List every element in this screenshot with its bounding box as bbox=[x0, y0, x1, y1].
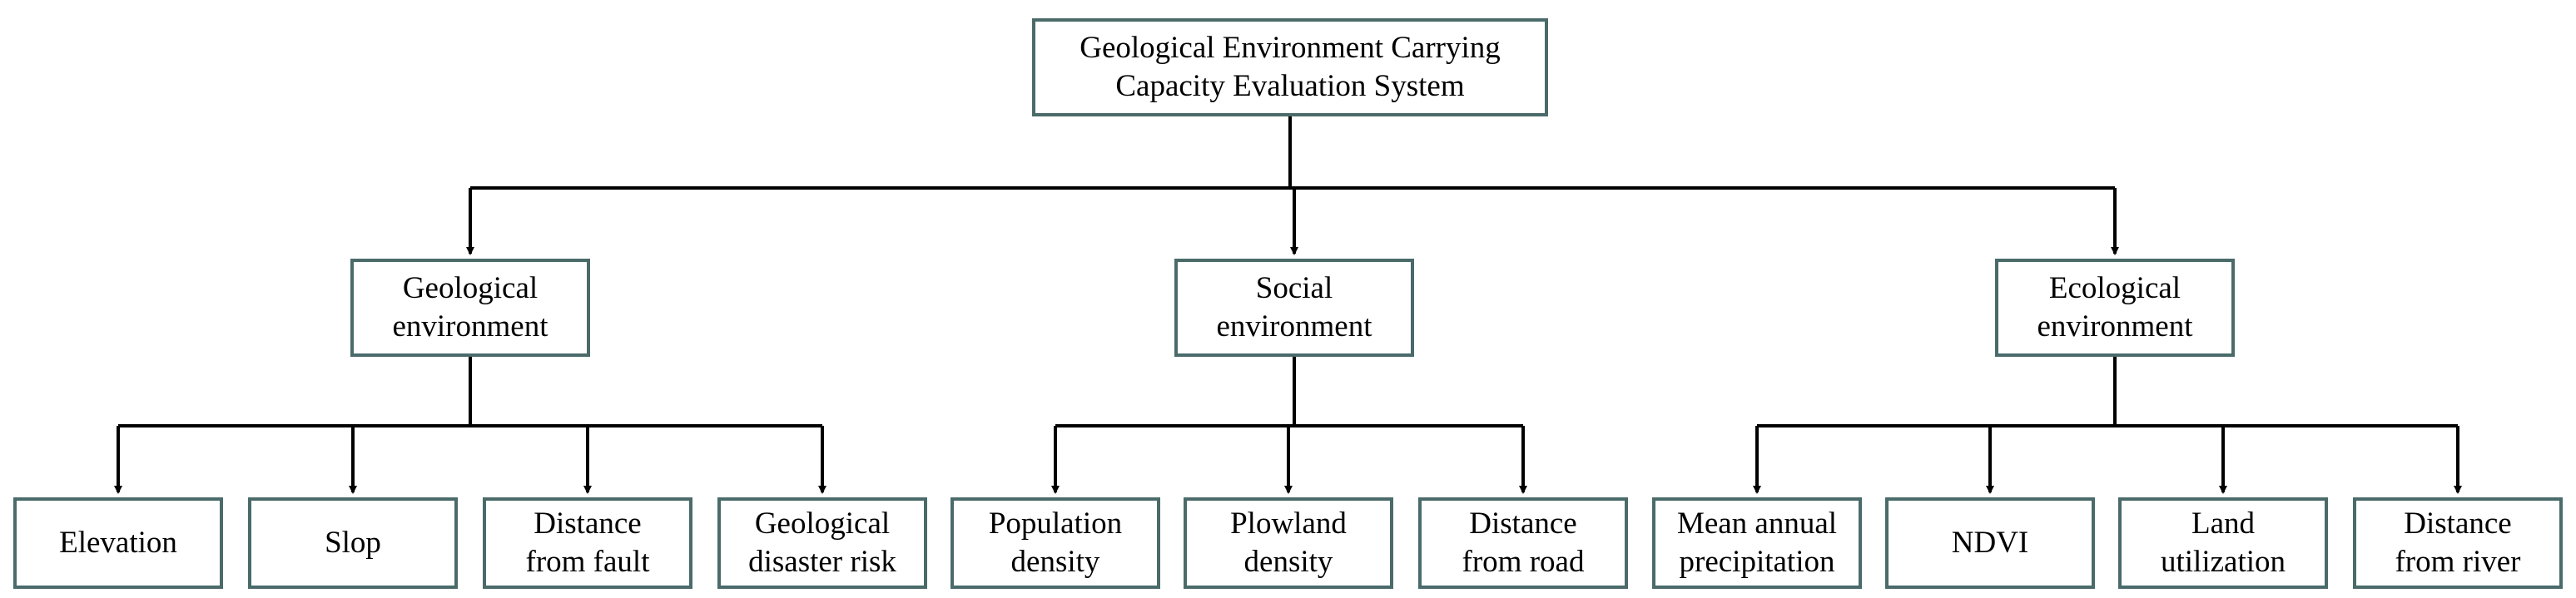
indicator-slop: Slop bbox=[248, 497, 458, 589]
category-social-environment: Social environment bbox=[1174, 259, 1414, 357]
indicator-ndvi: NDVI bbox=[1885, 497, 2095, 589]
root-connector bbox=[466, 116, 2119, 255]
indicator-label: Distance from fault bbox=[525, 506, 650, 579]
indicator-population-density: Population density bbox=[950, 497, 1160, 589]
indicator-label: Slop bbox=[325, 525, 381, 560]
ecological-connector bbox=[1753, 357, 2462, 494]
indicator-label: Distance from road bbox=[1462, 506, 1585, 579]
indicator-distance-from-road: Distance from road bbox=[1418, 497, 1628, 589]
category-ecological-environment: Ecological environment bbox=[1995, 259, 2235, 357]
indicator-label: Population density bbox=[988, 506, 1123, 579]
indicator-label: Distance from river bbox=[2395, 506, 2521, 579]
indicator-distance-from-fault: Distance from fault bbox=[483, 497, 692, 589]
indicator-label: NDVI bbox=[1951, 525, 2029, 560]
indicator-geological-disaster-risk: Geological disaster risk bbox=[717, 497, 927, 589]
category-label: Social environment bbox=[1216, 270, 1372, 343]
indicator-label: Mean annual precipitation bbox=[1676, 506, 1838, 579]
category-geological-environment: Geological environment bbox=[350, 259, 590, 357]
root-label: Geological Environment Carrying Capacity… bbox=[1080, 30, 1501, 103]
indicator-label: Plowland density bbox=[1230, 506, 1347, 579]
root-node: Geological Environment Carrying Capacity… bbox=[1032, 18, 1548, 116]
indicator-mean-annual-precipitation: Mean annual precipitation bbox=[1652, 497, 1862, 589]
indicator-plowland-density: Plowland density bbox=[1184, 497, 1393, 589]
social-connector bbox=[1051, 357, 1527, 494]
indicator-label: Geological disaster risk bbox=[748, 506, 896, 579]
indicator-label: Elevation bbox=[59, 525, 177, 560]
indicator-distance-from-river: Distance from river bbox=[2353, 497, 2563, 589]
indicator-elevation: Elevation bbox=[13, 497, 223, 589]
indicator-land-utilization: Land utilization bbox=[2118, 497, 2328, 589]
category-label: Ecological environment bbox=[2037, 270, 2193, 343]
category-label: Geological environment bbox=[392, 270, 548, 343]
geological-connector bbox=[114, 357, 826, 494]
indicator-label: Land utilization bbox=[2160, 506, 2286, 579]
